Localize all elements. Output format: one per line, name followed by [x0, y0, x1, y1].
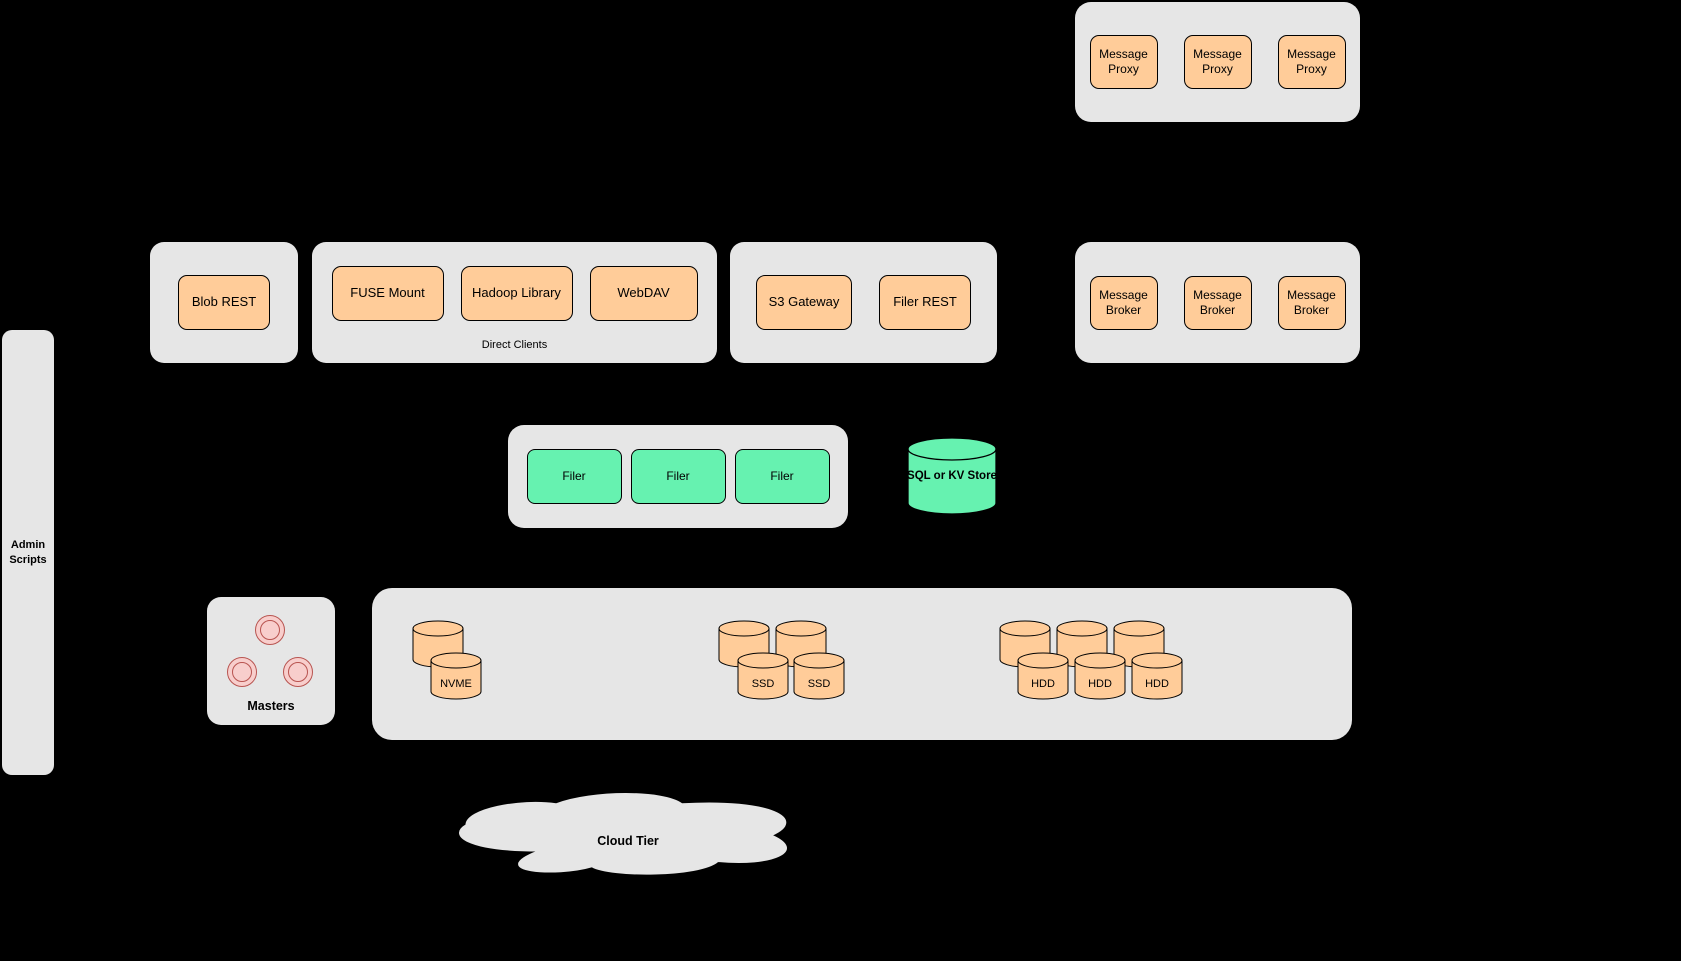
node-message-proxy-1[interactable]: Message Proxy — [1089, 35, 1158, 89]
disk-cylinder-hdd-1[interactable]: HDD — [1017, 652, 1069, 700]
nvme-label: NVME — [440, 678, 472, 690]
database-cylinder-icon — [907, 437, 997, 515]
node-filer-2[interactable]: Filer — [630, 449, 726, 504]
cloud-tier-label: Cloud Tier — [597, 834, 659, 848]
node-fuse-mount[interactable]: FUSE Mount — [331, 266, 444, 321]
node-message-proxy-3[interactable]: Message Proxy — [1277, 35, 1346, 89]
ssd-label: SSD — [751, 678, 775, 690]
disk-cylinder-hdd-2[interactable]: HDD — [1074, 652, 1126, 700]
node-admin-scripts[interactable]: Admin Scripts — [2, 330, 54, 775]
node-sql-kv-store[interactable]: SQL or KV Store — [907, 437, 997, 515]
admin-scripts-label: Admin Scripts — [9, 539, 47, 566]
volume-servers-group[interactable]: NVME SSD SSD — [372, 588, 1352, 740]
direct-clients-group[interactable]: FUSE Mount Hadoop Library WebDAV Direct … — [312, 242, 717, 363]
filer-row: Filer Filer Filer — [508, 425, 848, 528]
message-proxy-group[interactable]: Message Proxy Message Proxy Message Prox… — [1075, 2, 1360, 122]
gateway-row: S3 Gateway Filer REST — [730, 242, 997, 363]
masters-group[interactable]: Masters — [207, 597, 335, 725]
disk-cylinder-icon — [1017, 652, 1069, 700]
node-message-broker-1[interactable]: Message Broker — [1089, 275, 1158, 330]
node-message-proxy-2[interactable]: Message Proxy — [1183, 35, 1252, 89]
disk-cylinder-nvme[interactable]: NVME — [430, 652, 482, 700]
node-cloud-tier[interactable]: Cloud Tier — [448, 788, 808, 895]
node-message-broker-2[interactable]: Message Broker — [1183, 275, 1252, 330]
direct-clients-row: FUSE Mount Hadoop Library WebDAV — [312, 242, 717, 363]
disk-cylinder-ssd-1[interactable]: SSD — [737, 652, 789, 700]
node-filer-rest[interactable]: Filer REST — [879, 275, 971, 330]
disk-cylinder-hdd-3[interactable]: HDD — [1131, 652, 1183, 700]
masters-label: Masters — [247, 699, 295, 713]
disk-cylinder-icon — [737, 652, 789, 700]
blob-rest-row: Blob REST — [150, 242, 298, 363]
master-node-icon-3[interactable] — [283, 657, 313, 687]
node-filer-3[interactable]: Filer — [734, 449, 830, 504]
ssd-label: SSD — [807, 678, 831, 690]
message-broker-row: Message Broker Message Broker Message Br… — [1075, 242, 1360, 363]
direct-clients-label: Direct Clients — [481, 339, 548, 351]
node-blob-rest[interactable]: Blob REST — [178, 275, 270, 330]
node-filer-1[interactable]: Filer — [526, 449, 622, 504]
sql-kv-store-label: SQL or KV Store — [907, 470, 997, 482]
disk-cylinder-icon — [1074, 652, 1126, 700]
gateway-group[interactable]: S3 Gateway Filer REST — [730, 242, 997, 363]
node-hadoop-library[interactable]: Hadoop Library — [460, 266, 573, 321]
blob-rest-group[interactable]: Blob REST — [150, 242, 298, 363]
hdd-label: HDD — [1031, 678, 1055, 690]
disk-cylinder-icon — [1131, 652, 1183, 700]
message-broker-group[interactable]: Message Broker Message Broker Message Br… — [1075, 242, 1360, 363]
node-s3-gateway[interactable]: S3 Gateway — [756, 275, 852, 330]
master-node-icon-1[interactable] — [255, 615, 285, 645]
hdd-label: HDD — [1145, 678, 1169, 690]
node-message-broker-3[interactable]: Message Broker — [1277, 275, 1346, 330]
node-webdav[interactable]: WebDAV — [589, 266, 698, 321]
hdd-label: HDD — [1088, 678, 1112, 690]
disk-cylinder-icon — [430, 652, 482, 700]
cloud-icon — [459, 793, 787, 875]
filer-group[interactable]: Filer Filer Filer — [508, 425, 848, 528]
master-node-icon-2[interactable] — [227, 657, 257, 687]
disk-cylinder-icon — [793, 652, 845, 700]
message-proxy-row: Message Proxy Message Proxy Message Prox… — [1075, 2, 1360, 122]
disk-cylinder-ssd-2[interactable]: SSD — [793, 652, 845, 700]
